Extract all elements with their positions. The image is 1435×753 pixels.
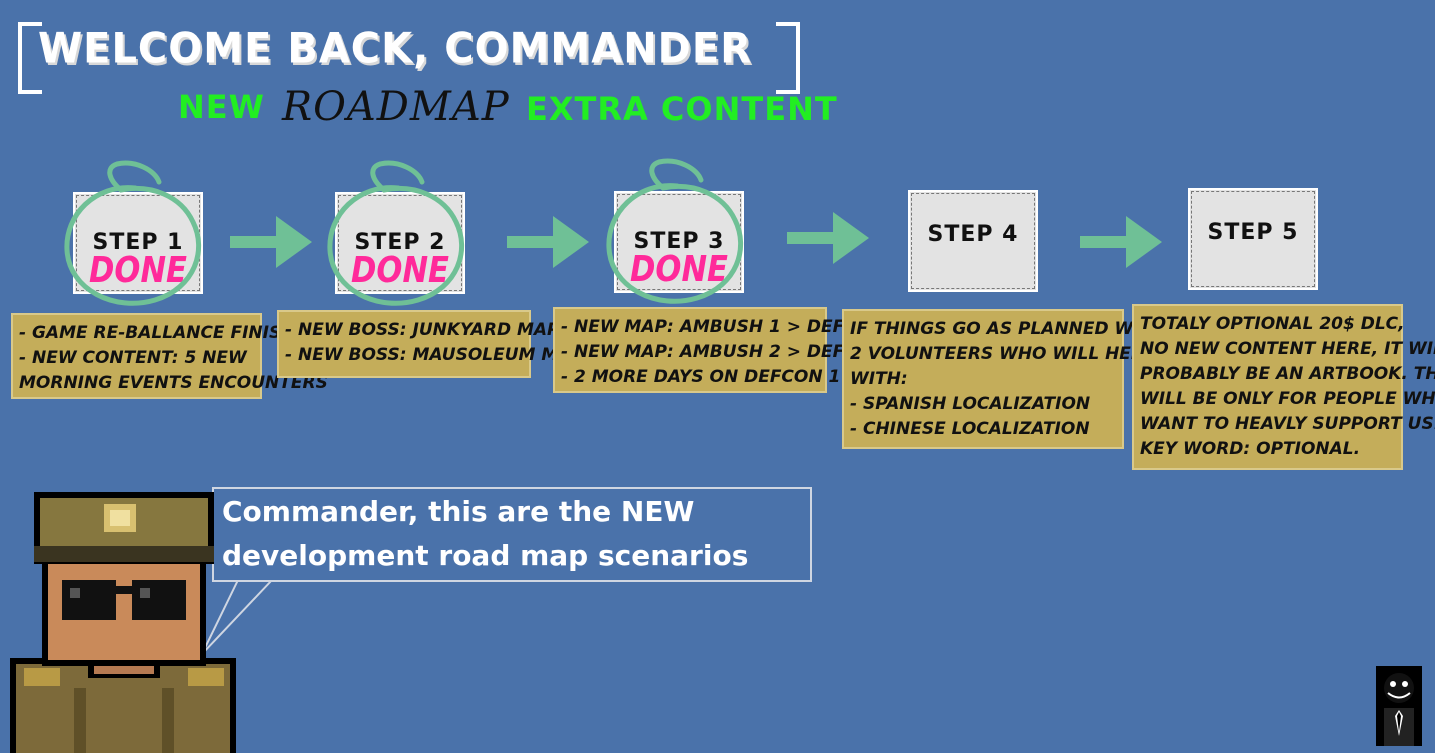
step-4-box: STEP 4	[908, 190, 1038, 292]
note-line: TOTALY OPTIONAL 20$ DLC,	[1140, 314, 1405, 334]
note-line: WANT TO HEAVLY SUPPORT US.	[1140, 414, 1435, 434]
speech-line-1: Commander, this are the NEW	[222, 495, 695, 528]
hand-drawn-circle-icon	[327, 160, 465, 306]
step-2-box: STEP 2 DONE	[335, 192, 465, 294]
title-bracket-right	[776, 22, 800, 94]
note-line: IF THINGS GO AS PLANNED WE HAVE	[850, 319, 1202, 339]
speech-line-2: development road map scenarios	[222, 539, 749, 572]
step-4-label: STEP 4	[927, 222, 1019, 247]
note-line: - NEW MAP: AMBUSH 1 > DEFCON 1	[561, 317, 904, 337]
note-line: MORNING EVENTS ENCOUNTERS	[19, 373, 328, 393]
page-title: WELCOME BACK, COMMANDER	[38, 24, 752, 74]
subtitle-new: NEW	[178, 88, 265, 126]
arrow-right-icon	[1080, 216, 1162, 268]
note-line: - NEW MAP: AMBUSH 2 > DEFCON 1	[561, 342, 904, 362]
note-line: NO NEW CONTENT HERE, IT WILL	[1140, 339, 1435, 359]
arrow-right-icon	[230, 216, 312, 268]
note-line: WILL BE ONLY FOR PEOPLE WHO	[1140, 389, 1435, 409]
arrow-right-icon	[787, 212, 869, 264]
note-line: WITH:	[850, 369, 908, 389]
step-1-status: DONE	[89, 250, 187, 291]
note-step-3: - NEW MAP: AMBUSH 1 > DEFCON 1 - NEW MAP…	[553, 307, 904, 393]
step-3-box: STEP 3 DONE	[614, 191, 744, 293]
subtitle-extra-content: EXTRA CONTENT	[526, 90, 838, 128]
grinning-figure-logo-icon	[1376, 666, 1422, 746]
step-3-label: STEP 3	[633, 229, 725, 254]
note-line: - NEW BOSS: JUNKYARD MAP	[285, 320, 560, 340]
speech-bubble: Commander, this are the NEW development …	[212, 487, 812, 582]
step-3-status: DONE	[630, 249, 728, 290]
step-2-label: STEP 2	[354, 230, 446, 255]
note-step-5: TOTALY OPTIONAL 20$ DLC, NO NEW CONTENT …	[1132, 304, 1435, 470]
note-line: - SPANISH LOCALIZATION	[850, 394, 1091, 414]
note-line: - NEW BOSS: MAUSOLEUM MAP	[285, 345, 584, 365]
step-5-box: STEP 5	[1188, 188, 1318, 290]
step-2-status: DONE	[351, 250, 449, 291]
note-line: KEY WORD: OPTIONAL.	[1140, 439, 1361, 459]
commander-avatar-icon	[10, 492, 236, 753]
title-frame: WELCOME BACK, COMMANDER	[18, 22, 800, 94]
step-5-label: STEP 5	[1207, 220, 1299, 245]
title-bracket-left	[18, 22, 42, 94]
step-1-label: STEP 1	[92, 230, 184, 255]
arrow-right-icon	[507, 216, 589, 268]
note-line: - GAME RE-BALLANCE FINISHED	[19, 323, 322, 343]
note-step-2: - NEW BOSS: JUNKYARD MAP - NEW BOSS: MAU…	[277, 310, 584, 378]
hand-drawn-circle-icon	[606, 158, 744, 304]
note-line: 2 VOLUNTEERS WHO WILL HELP US	[850, 344, 1187, 364]
note-step-1: - GAME RE-BALLANCE FINISHED - NEW CONTEN…	[11, 313, 328, 399]
hand-drawn-circle-icon	[64, 160, 202, 306]
note-line: - NEW CONTENT: 5 NEW	[19, 348, 247, 368]
note-step-4: IF THINGS GO AS PLANNED WE HAVE 2 VOLUNT…	[842, 309, 1202, 449]
subtitle-roadmap: ROADMAP	[282, 84, 510, 130]
note-line: PROBABLY BE AN ARTBOOK. THIS	[1140, 364, 1435, 384]
note-line: - CHINESE LOCALIZATION	[850, 419, 1090, 439]
note-line: - 2 MORE DAYS ON DEFCON 1	[561, 367, 841, 387]
